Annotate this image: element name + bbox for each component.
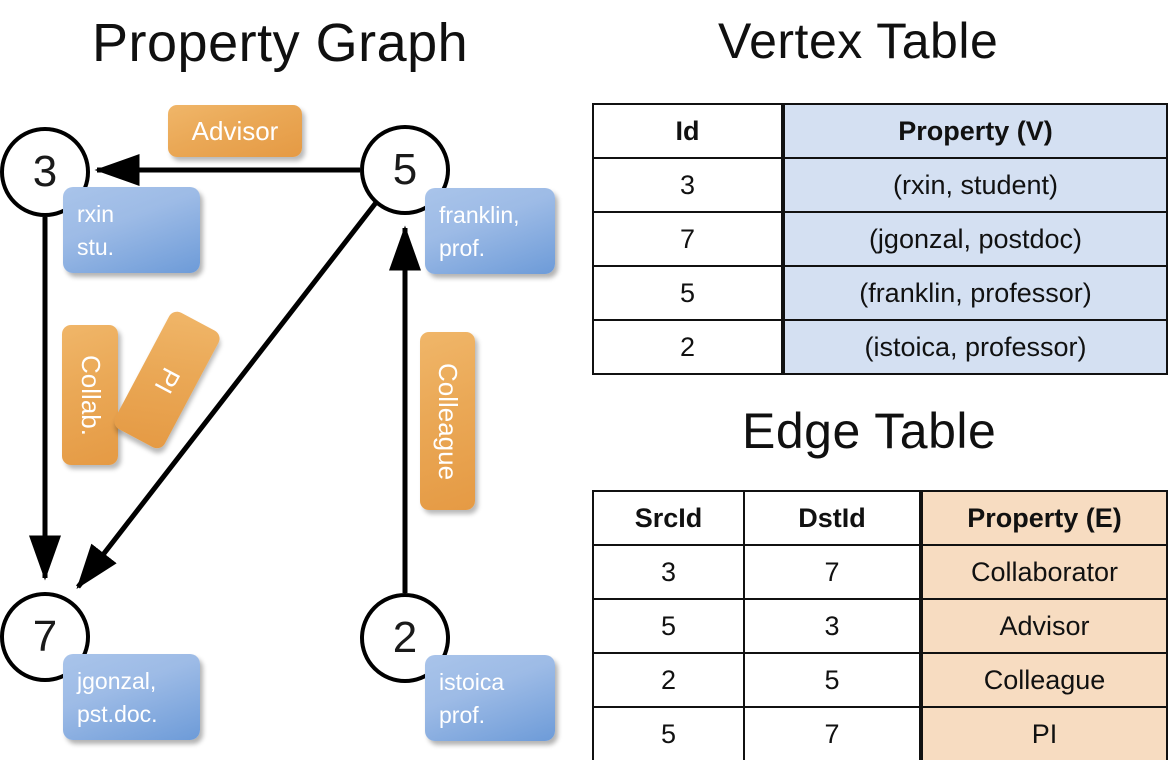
- node-property-box-7: jgonzal, pst.doc.: [63, 654, 200, 740]
- node-property-box-5: franklin, prof.: [425, 188, 555, 274]
- table-row: 3 (rxin, student): [592, 157, 1168, 213]
- vertex-cell-property: (franklin, professor): [781, 265, 1168, 321]
- table-row: 7 (jgonzal, postdoc): [592, 211, 1168, 267]
- node-property-box-2: istoica prof.: [425, 655, 555, 741]
- edge-label-colleague: Colleague: [420, 332, 475, 510]
- vertex-cell-property: (rxin, student): [781, 157, 1168, 213]
- table-row: 5 7 PI: [592, 706, 1168, 760]
- edge-table-header-dstid: DstId: [743, 490, 922, 546]
- edge-cell-dstid: 7: [743, 544, 922, 600]
- edge-table: SrcId DstId Property (E) 3 7 Collaborato…: [592, 490, 1168, 760]
- edge-cell-property: Colleague: [919, 652, 1168, 708]
- edge-table-header-srcid: SrcId: [592, 490, 745, 546]
- graph-node-2[interactable]: 2: [360, 593, 450, 683]
- graph-edges-svg: [29, 154, 421, 593]
- edge-cell-dstid: 5: [743, 652, 922, 708]
- page-title-edge-table: Edge Table: [742, 403, 997, 459]
- edge-cell-srcid: 2: [592, 652, 745, 708]
- table-row: 2 (istoica, professor): [592, 319, 1168, 375]
- edge-cell-srcid: 5: [592, 598, 745, 654]
- vertex-table-header-id: Id: [592, 103, 784, 159]
- table-row: 5 3 Advisor: [592, 598, 1168, 654]
- table-row: 2 5 Colleague: [592, 652, 1168, 708]
- edge-cell-dstid: 3: [743, 598, 922, 654]
- node-property-box-3: rxin stu.: [63, 187, 200, 273]
- edge-label-pi-text: PI: [148, 362, 187, 399]
- edge-label-advisor: Advisor: [168, 105, 302, 157]
- vertex-cell-id: 7: [592, 211, 784, 267]
- edge-line-5-to-7: [76, 198, 380, 589]
- page-title-vertex-table: Vertex Table: [718, 13, 999, 69]
- vertex-cell-id: 3: [592, 157, 784, 213]
- vertex-table-header-property: Property (V): [781, 103, 1168, 159]
- graph-node-5[interactable]: 5: [360, 125, 450, 215]
- vertex-cell-id: 5: [592, 265, 784, 321]
- table-row: 5 (franklin, professor): [592, 265, 1168, 321]
- vertex-table-header-row: Id Property (V): [592, 103, 1168, 159]
- edge-cell-property: Advisor: [919, 598, 1168, 654]
- property-graph-diagram: 3 5 7 2 rxin stu. franklin, prof. jgonza…: [0, 105, 555, 741]
- edge-cell-srcid: 5: [592, 706, 745, 760]
- vertex-cell-id: 2: [592, 319, 784, 375]
- edge-cell-srcid: 3: [592, 544, 745, 600]
- vertex-cell-property: (jgonzal, postdoc): [781, 211, 1168, 267]
- edge-label-collab: Collab.: [62, 325, 118, 465]
- edge-cell-property: PI: [919, 706, 1168, 760]
- vertex-cell-property: (istoica, professor): [781, 319, 1168, 375]
- edge-label-collab-text: Collab.: [75, 354, 106, 436]
- edge-table-header-row: SrcId DstId Property (E): [592, 490, 1168, 546]
- edge-table-header-property: Property (E): [919, 490, 1168, 546]
- page-title-property-graph: Property Graph: [92, 13, 469, 73]
- edge-label-advisor-text: Advisor: [191, 115, 279, 146]
- edge-cell-dstid: 7: [743, 706, 922, 760]
- edge-label-colleague-text: Colleague: [433, 362, 463, 480]
- table-row: 3 7 Collaborator: [592, 544, 1168, 600]
- edge-cell-property: Collaborator: [919, 544, 1168, 600]
- vertex-table: Id Property (V) 3 (rxin, student) 7 (jgo…: [592, 103, 1168, 375]
